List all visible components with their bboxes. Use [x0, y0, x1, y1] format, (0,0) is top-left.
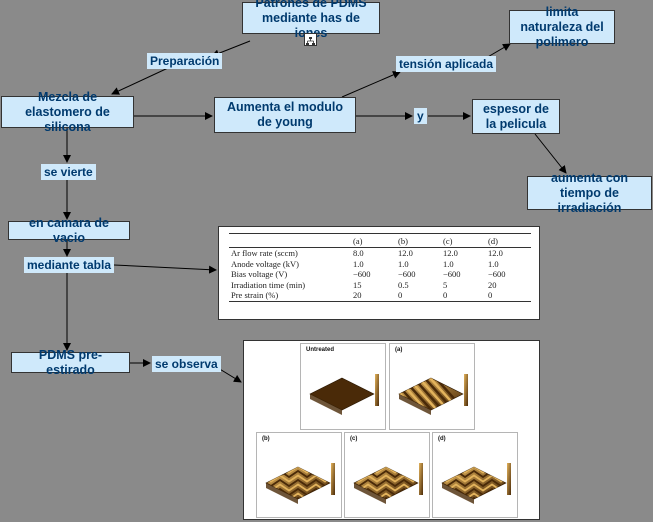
table-header-cell: (d) — [486, 233, 531, 248]
table-cell: 5 — [443, 279, 448, 290]
table-row: Pre strain (%) 20 0 0 0 — [229, 290, 531, 302]
afm-image-untreated: Untreated — [300, 343, 386, 430]
link-se-vierte[interactable]: se vierte — [41, 164, 96, 180]
concept-map-icon[interactable] — [304, 33, 317, 46]
table-cell: 20 — [351, 290, 396, 302]
afm-title: Untreated — [306, 347, 335, 353]
table-cell: 0 — [396, 290, 441, 302]
node-mezcla-elastomero[interactable]: Mezcla de elastomero de silicona — [1, 90, 134, 134]
table-header-cell: (b) — [396, 233, 441, 248]
table-cell: Ar flow rate (sccm) — [231, 248, 298, 259]
afm-surface — [441, 463, 511, 504]
table-cell: 12.0 — [398, 248, 413, 259]
table-cell: 20 — [488, 279, 497, 290]
afm-image-b: (b) — [256, 432, 342, 518]
table-cell: −600 — [443, 269, 461, 280]
table-cell: 12.0 — [488, 248, 503, 259]
table-cell: Irradiation time (min) — [231, 279, 306, 290]
node-pdms-pre-estirado[interactable]: PDMS pre-estirado — [11, 348, 130, 377]
arrow-espesor-to-aumenta — [534, 133, 567, 174]
table-header-row: (a) (b) (c) (d) — [229, 233, 531, 248]
node-limita-label: limita naturaleza del polimero — [520, 4, 604, 49]
link-mediante-tabla[interactable]: mediante tabla — [24, 257, 115, 273]
table-cell: 1.0 — [353, 258, 364, 269]
node-patrones-pdms[interactable]: Patrones de PDMS mediante has de iones — [242, 0, 380, 40]
afm-surface-edge — [399, 394, 431, 415]
afm-image-d: (d) — [432, 432, 518, 518]
node-aumenta-modulo[interactable]: Aumenta el modulo de young — [214, 97, 356, 133]
afm-images-panel[interactable]: Untreated (a) (b) (c) (d) — [243, 340, 540, 520]
table-cell: 12.0 — [443, 248, 458, 259]
table-cell: Anode voltage (kV) — [231, 258, 299, 269]
afm-surface-edge — [354, 483, 386, 504]
table-cell: −600 — [488, 269, 506, 280]
arrow-preparacion-to-mezcla — [111, 67, 169, 95]
concept-map-icon-glyph — [306, 37, 315, 45]
afm-surface-edge — [310, 394, 342, 415]
node-limita-naturaleza[interactable]: limita naturaleza del polimero — [509, 5, 615, 49]
table-header-cell — [229, 233, 351, 248]
table-cell: −600 — [398, 269, 416, 280]
table-cell: Pre strain (%) — [229, 290, 351, 302]
afm-surface — [265, 463, 335, 504]
afm-surface — [398, 374, 468, 415]
node-espesor-label: espesor de la pelicula — [482, 101, 549, 131]
table-row: Irradiation time (min) 15 0.5 5 20 — [229, 280, 531, 291]
node-pdms-pre-label: PDMS pre-estirado — [38, 347, 103, 377]
link-se-observa[interactable]: se observa — [152, 356, 221, 372]
afm-surface — [353, 463, 423, 504]
table-cell: 0.5 — [398, 279, 409, 290]
table-row: Anode voltage (kV) 1.0 1.0 1.0 1.0 — [229, 259, 531, 270]
arrow-modulo-to-tension — [341, 71, 401, 98]
arrow-mediante-to-table — [113, 264, 217, 274]
link-y[interactable]: y — [414, 108, 427, 124]
afm-color-scale — [375, 374, 379, 406]
afm-image-a: (a) — [389, 343, 475, 430]
afm-color-scale — [419, 463, 423, 495]
table-cell: Bias voltage (V) — [231, 269, 288, 280]
table-row: Ar flow rate (sccm) 8.0 12.0 12.0 12.0 — [229, 248, 531, 259]
afm-title: (b) — [262, 436, 270, 442]
node-mezcla-label: Mezcla de elastomero de silicona — [25, 89, 110, 134]
afm-title: (a) — [395, 347, 403, 353]
afm-surface-edge — [442, 483, 474, 504]
parameters-table: (a) (b) (c) (d) Ar flow rate (sccm) 8.0 … — [229, 233, 531, 302]
afm-color-scale — [464, 374, 468, 406]
table-cell: 1.0 — [443, 258, 454, 269]
node-patrones-label: Patrones de PDMS mediante has de iones — [255, 0, 367, 40]
afm-title: (d) — [438, 436, 446, 442]
node-espesor-pelicula[interactable]: espesor de la pelicula — [472, 99, 560, 134]
node-camara-label: en camara de vacio — [29, 215, 109, 245]
table-cell: −600 — [353, 269, 371, 280]
afm-title: (c) — [350, 436, 358, 442]
afm-image-c: (c) — [344, 432, 430, 518]
node-aumenta-tiempo-label: aumenta con tiempo de irradiación — [550, 170, 629, 215]
node-aumenta-tiempo[interactable]: aumenta con tiempo de irradiación — [527, 171, 652, 215]
link-preparacion[interactable]: Preparación — [147, 53, 223, 69]
afm-surface-edge — [266, 483, 298, 504]
node-aumenta-modulo-label: Aumenta el modulo de young — [227, 100, 343, 129]
node-camara-vacio[interactable]: en camara de vacio — [8, 216, 130, 245]
arrow-tension-to-limita — [485, 43, 511, 59]
afm-color-scale — [331, 463, 335, 495]
table-row: Bias voltage (V) −600 −600 −600 −600 — [229, 269, 531, 280]
table-cell: 0 — [486, 290, 531, 302]
table-cell: 1.0 — [398, 258, 409, 269]
afm-color-scale — [507, 463, 511, 495]
afm-surface-base — [309, 377, 375, 411]
table-cell: 0 — [441, 290, 486, 302]
afm-surface — [309, 374, 379, 415]
arrow-se-observa-to-afm — [217, 367, 242, 383]
table-header-cell: (c) — [441, 233, 486, 248]
link-tension-aplicada[interactable]: tensión aplicada — [396, 56, 497, 72]
parameters-table-panel[interactable]: (a) (b) (c) (d) Ar flow rate (sccm) 8.0 … — [218, 226, 540, 320]
table-cell: 1.0 — [488, 258, 499, 269]
table-cell: 15 — [353, 279, 362, 290]
table-cell: 8.0 — [353, 248, 364, 259]
table-header-cell: (a) — [351, 233, 396, 248]
